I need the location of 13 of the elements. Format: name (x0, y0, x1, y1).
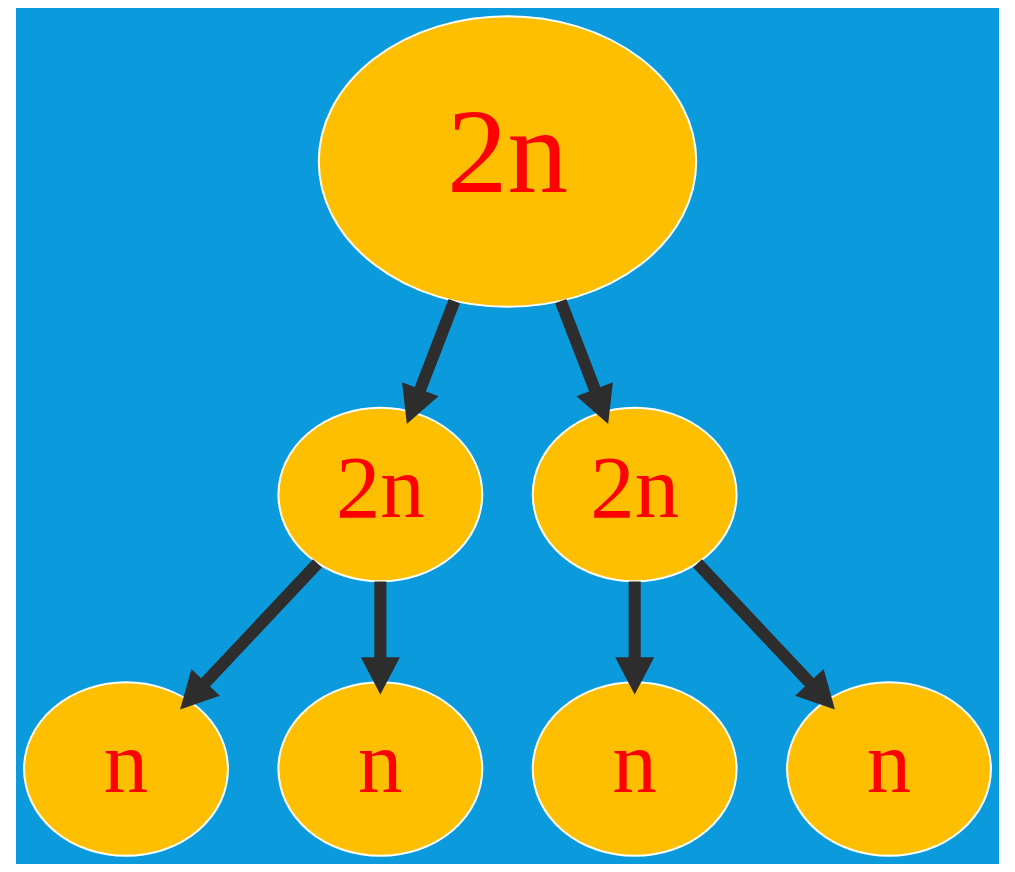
node-ellipse: n (277, 681, 484, 857)
node-ellipse: 2n (531, 406, 738, 583)
arrow (180, 559, 322, 710)
node-ellipse: n (531, 681, 738, 857)
node-ellipse: n (23, 681, 229, 857)
node-ellipse: n (786, 681, 992, 857)
node-ellipse: 2n (277, 406, 484, 583)
arrow (402, 298, 460, 424)
arrow (360, 581, 400, 695)
arrow (693, 559, 835, 710)
arrow (615, 581, 655, 695)
node-ellipse: 2n (317, 15, 698, 308)
arrow (555, 298, 613, 424)
